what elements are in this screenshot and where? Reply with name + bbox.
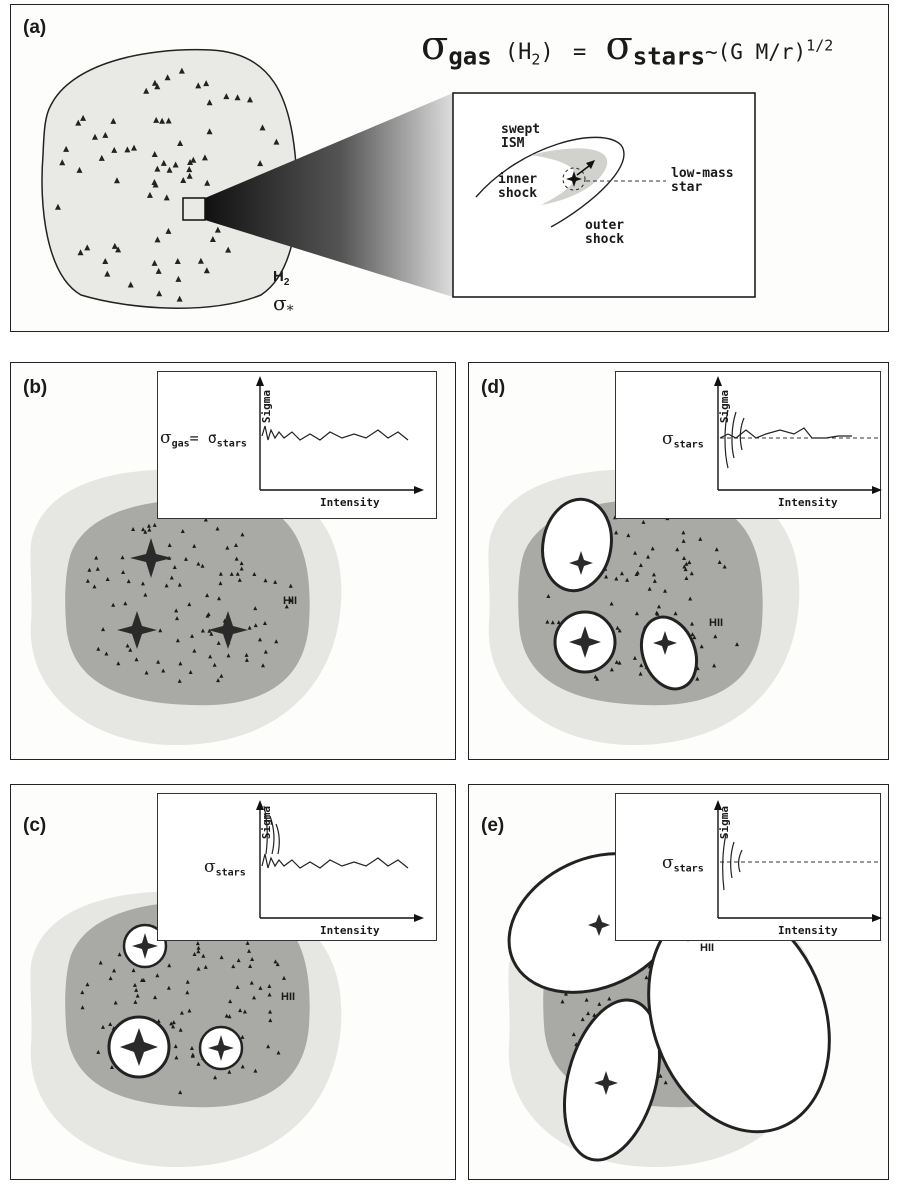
sigma-curve <box>262 854 408 868</box>
text-outer-shock: shock <box>585 233 624 247</box>
text-star: star <box>671 181 734 195</box>
inset-c-stars-sub: stars <box>216 868 246 879</box>
inset-c-sigma: σ <box>204 857 216 877</box>
label-outer-shock: outer shock <box>585 219 624 247</box>
text-inner: inner <box>498 173 537 187</box>
panel-e: (e) HII Sigma Intensity σstars <box>468 784 889 1180</box>
cloud-label-h-sub: 2 <box>284 277 290 288</box>
text-outer: outer <box>585 219 624 233</box>
panel-d: (d) HII Sigma Intensity σstars <box>468 362 889 760</box>
panel-c: (c) HII Sigma Intensity σstars <box>10 784 456 1180</box>
inset-b-ylabel: Sigma <box>260 390 273 423</box>
inset-e-sigma-label: σstars <box>662 853 704 875</box>
inset-d-stars-sub: stars <box>674 440 704 451</box>
inset-d: Sigma Intensity σstars <box>615 371 881 519</box>
inset-d-xlabel: Intensity <box>778 496 838 509</box>
inset-e-plot <box>616 794 882 942</box>
inset-c-plot <box>158 794 438 942</box>
text-low-mass: low-mass <box>671 167 734 181</box>
molecular-core <box>65 499 309 705</box>
text-swept: swept <box>501 123 540 137</box>
text-ism: ISM <box>501 137 540 151</box>
cloud-label-sigma-sub: * <box>287 303 294 319</box>
hii-label-b: HII <box>283 595 297 607</box>
inset-c-ylabel: Sigma <box>260 806 273 839</box>
inset-e-xlabel: Intensity <box>778 924 838 937</box>
hii-label-e: HII <box>700 942 714 954</box>
inset-e-stars-sub: stars <box>674 864 704 875</box>
decay-arc-1 <box>723 834 726 890</box>
inset-b-sigma-label: σgas= σstars <box>160 428 247 450</box>
decay-arc-3 <box>739 850 742 872</box>
panel-a: (a) σgas (H2) = σstars~(G M/r)1/2 <box>10 4 889 332</box>
label-swept-ism: swept ISM <box>501 123 540 151</box>
inset-b-xlabel: Intensity <box>320 496 380 509</box>
label-inner-shock: inner shock <box>498 173 537 201</box>
text-inner-shock: shock <box>498 187 537 201</box>
cloud-label-sigma: σ <box>273 291 287 315</box>
inset-b-gas-sub: gas <box>172 439 190 450</box>
inset-c-xlabel: Intensity <box>320 924 380 937</box>
inset-c-sigma-label: σstars <box>204 857 246 879</box>
decay-arc-2 <box>731 842 734 878</box>
inset-b: Sigma Intensity σgas= σstars <box>157 371 437 519</box>
inset-b-stars-sub: stars <box>217 439 247 450</box>
hii-label-d: HII <box>709 617 723 629</box>
inset-e-ylabel: Sigma <box>718 806 731 839</box>
inset-b-sigma: σ <box>160 428 172 448</box>
panel-a-art <box>11 5 890 333</box>
inset-d-ylabel: Sigma <box>718 390 731 423</box>
panel-b: (b) HII Sigma Intensity σgas= σstars <box>10 362 456 760</box>
inset-e-sigma: σ <box>662 853 674 873</box>
cloud-label-h: H <box>273 268 284 285</box>
inset-d-plot <box>616 372 882 520</box>
cloud-labels: H2 σ* <box>273 267 294 321</box>
inset-d-sigma-label: σstars <box>662 429 704 451</box>
inset-d-sigma: σ <box>662 429 674 449</box>
inset-c: Sigma Intensity σstars <box>157 793 437 941</box>
label-low-mass-star: low-mass star <box>671 167 734 195</box>
inset-e: Sigma Intensity σstars <box>615 793 881 941</box>
inset-b-equals: = σ <box>190 429 217 447</box>
hii-label-c: HII <box>281 991 295 1003</box>
decay-arc-3 <box>276 824 279 854</box>
decay-arc-2 <box>732 412 736 458</box>
sigma-curve <box>262 426 408 440</box>
